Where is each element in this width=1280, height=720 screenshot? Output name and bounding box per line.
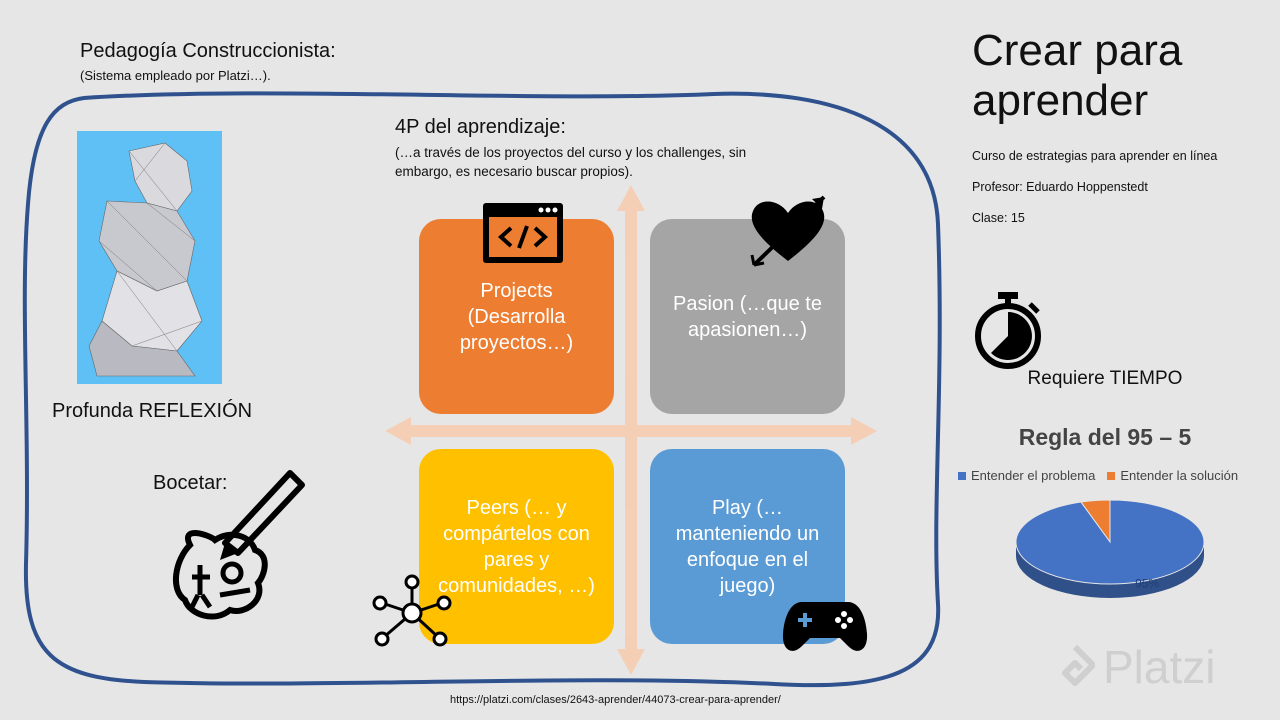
class-number: Clase: 15: [972, 211, 1025, 225]
axes-arrows: [385, 185, 877, 675]
legend-item-solucion: Entender la solución: [1107, 468, 1238, 483]
quadrant-peers: Peers (… y compártelos con pares y comun…: [419, 449, 614, 644]
pie-slice-problema: [1015, 499, 1205, 585]
course-name: Curso de estrategias para aprender en lí…: [972, 149, 1218, 163]
watermark-text: Platzi: [1103, 641, 1216, 693]
bocetar-label: Bocetar:: [153, 472, 228, 494]
legend-item-problema: Entender el problema: [958, 468, 1095, 483]
chart-legend: Entender el problema Entender la solució…: [958, 468, 1238, 483]
fourp-description: (…a través de los proyectos del curso y …: [395, 145, 747, 179]
platzi-logo-icon: [1062, 645, 1095, 686]
platzi-watermark: Platzi: [1055, 640, 1215, 694]
requiere-tiempo-text: Requiere TIEMPO: [1027, 368, 1183, 389]
quadrant-projects: Projects (Desarrolla proyectos…): [419, 219, 614, 414]
legend-label: Entender la solución: [1120, 468, 1239, 483]
rounded-frame: [22, 91, 942, 688]
reflexion-label: Profunda REFLEXIÓN: [52, 400, 253, 422]
section-subtitle: (Sistema empleado por Platzi…).: [80, 68, 271, 83]
teacher-name: Profesor: Eduardo Hoppenstedt: [972, 180, 1148, 194]
pie-side: [1016, 542, 1204, 598]
thinker-statue-image: [77, 131, 222, 384]
section-title: Pedagogía Construccionista:: [80, 40, 336, 62]
quadrant-pasion: Pasion (…que te apasionen…): [650, 219, 845, 414]
stopwatch-icon: [975, 292, 1041, 369]
pie-chart: 5%95%: [1015, 499, 1205, 598]
code-window-icon: [483, 203, 563, 263]
regla-title: Regla del 95 – 5: [1018, 424, 1192, 450]
gamepad-icon: [782, 602, 868, 651]
page-title: Crear para aprender: [972, 26, 1183, 125]
pie-label-problema: 95%: [1135, 576, 1159, 590]
network-icon: [372, 574, 452, 647]
heart-arrow-icon: [750, 195, 826, 267]
legend-swatch: [1107, 471, 1116, 480]
source-url: https://platzi.com/clases/2643-aprender/…: [450, 694, 781, 706]
legend-label: Entender el problema: [971, 468, 1096, 483]
sketch-brain-icon: [172, 470, 305, 620]
legend-swatch: [958, 471, 966, 480]
fourp-title: 4P del aprendizaje:: [395, 116, 566, 138]
